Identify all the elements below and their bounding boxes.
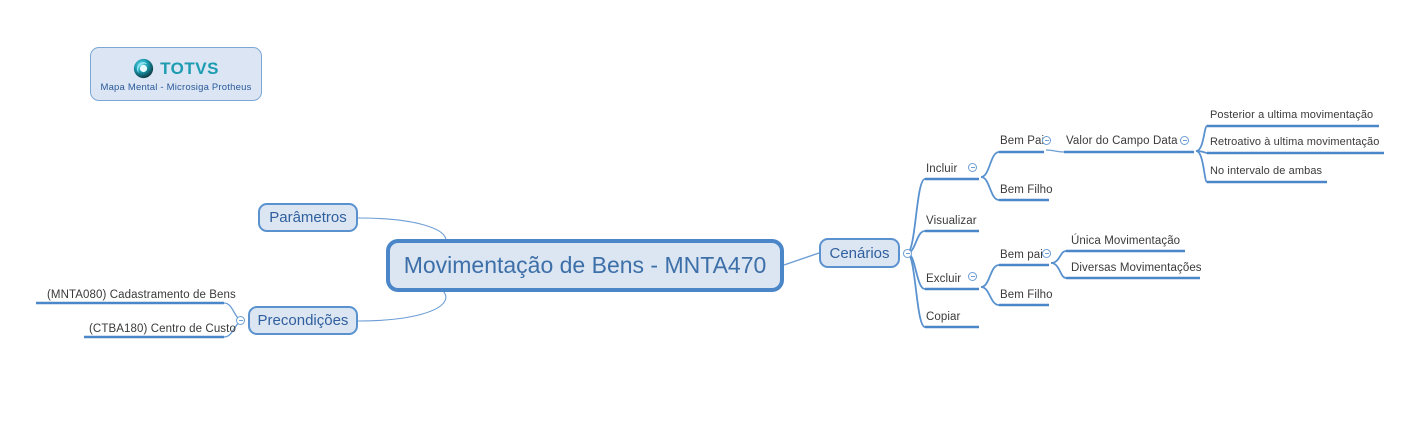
leaf-precondicao-mnta080[interactable]: (MNTA080) Cadastramento de Bens xyxy=(47,289,236,301)
leaf-no-intervalo-de-ambas[interactable]: No intervalo de ambas xyxy=(1210,165,1323,177)
excluir-collapse-minus-icon[interactable] xyxy=(968,272,977,281)
leaf-posterior-ultima-movimentacao[interactable]: Posterior a ultima movimentação xyxy=(1210,109,1374,121)
node-parametros[interactable]: Parâmetros xyxy=(258,203,358,232)
leaf-copiar[interactable]: Copiar xyxy=(926,311,961,323)
node-parametros-label: Parâmetros xyxy=(269,209,347,226)
central-node-label: Movimentação de Bens - MNTA470 xyxy=(403,252,767,278)
node-cenarios[interactable]: Cenários xyxy=(819,238,900,268)
valor-campo-data-collapse-minus-icon[interactable] xyxy=(1180,136,1189,145)
leaf-valor-do-campo-data[interactable]: Valor do Campo Data xyxy=(1066,135,1178,147)
leaf-retroativo-ultima-movimentacao[interactable]: Retroativo à ultima movimentação xyxy=(1210,136,1380,148)
leaf-incluir-bem-pai[interactable]: Bem Pai xyxy=(1000,135,1045,147)
totvs-circle-logo-icon xyxy=(133,58,154,78)
totvs-logo: TOTVS xyxy=(91,55,261,81)
node-precondicoes-label: Precondições xyxy=(257,312,349,329)
leaf-unica-movimentacao[interactable]: Única Movimentação xyxy=(1071,235,1181,247)
bem-pai-excluir-collapse-minus-icon[interactable] xyxy=(1042,249,1051,258)
totvs-legend-box: TOTVS Mapa Mental - Microsiga Protheus xyxy=(90,47,262,101)
leaf-incluir-bem-filho[interactable]: Bem Filho xyxy=(1000,184,1053,196)
totvs-brand-text: TOTVS xyxy=(160,58,219,78)
central-node[interactable]: Movimentação de Bens - MNTA470 xyxy=(386,239,784,292)
bem-pai-incluir-collapse-minus-icon[interactable] xyxy=(1042,136,1051,145)
leaf-diversas-movimentacoes[interactable]: Diversas Movimentações xyxy=(1071,262,1202,274)
node-precondicoes[interactable]: Precondições xyxy=(248,306,358,335)
legend-subtitle: Mapa Mental - Microsiga Protheus xyxy=(100,82,252,93)
node-cenarios-label: Cenários xyxy=(829,244,890,262)
leaf-excluir-bem-pai[interactable]: Bem pai xyxy=(1000,249,1043,261)
leaf-incluir[interactable]: Incluir xyxy=(926,163,958,175)
cenarios-collapse-minus-icon[interactable] xyxy=(903,249,912,258)
incluir-collapse-minus-icon[interactable] xyxy=(968,163,977,172)
leaf-visualizar[interactable]: Visualizar xyxy=(926,215,977,227)
precondicoes-collapse-minus-icon[interactable] xyxy=(236,316,245,325)
leaf-excluir[interactable]: Excluir xyxy=(926,273,962,285)
leaf-precondicao-ctba180[interactable]: (CTBA180) Centro de Custo xyxy=(89,323,236,335)
leaf-excluir-bem-filho[interactable]: Bem Filho xyxy=(1000,289,1053,301)
